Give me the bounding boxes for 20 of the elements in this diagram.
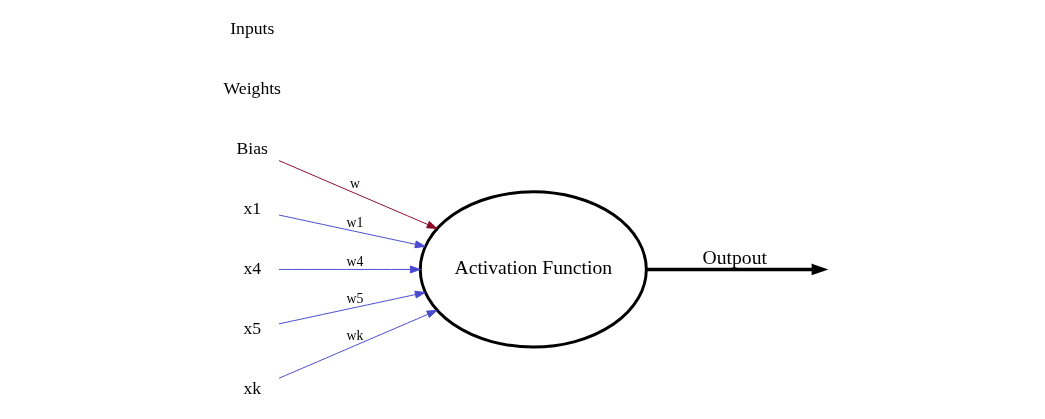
arrow	[646, 263, 829, 276]
label: Weights	[223, 77, 282, 98]
edge-label: w1	[346, 215, 364, 231]
edge-label: w	[349, 176, 360, 192]
arrow	[278, 265, 421, 274]
edge-label: w4	[346, 253, 364, 269]
edge-label: wk	[346, 328, 364, 344]
arrow	[278, 160, 438, 229]
node-text: xk	[243, 377, 262, 398]
node-ellipse: Activation Function	[418, 190, 648, 349]
node-text: x5	[243, 317, 262, 338]
arrow	[278, 214, 426, 249]
edge-label: w5	[346, 291, 364, 307]
node-text: x4	[243, 257, 262, 278]
edge-label: Outpout	[702, 245, 767, 268]
arrow	[278, 290, 426, 325]
node-text: Bias	[236, 137, 268, 158]
label: Inputs	[230, 18, 275, 38]
node-text: x1	[243, 197, 262, 218]
arrow	[278, 309, 438, 379]
